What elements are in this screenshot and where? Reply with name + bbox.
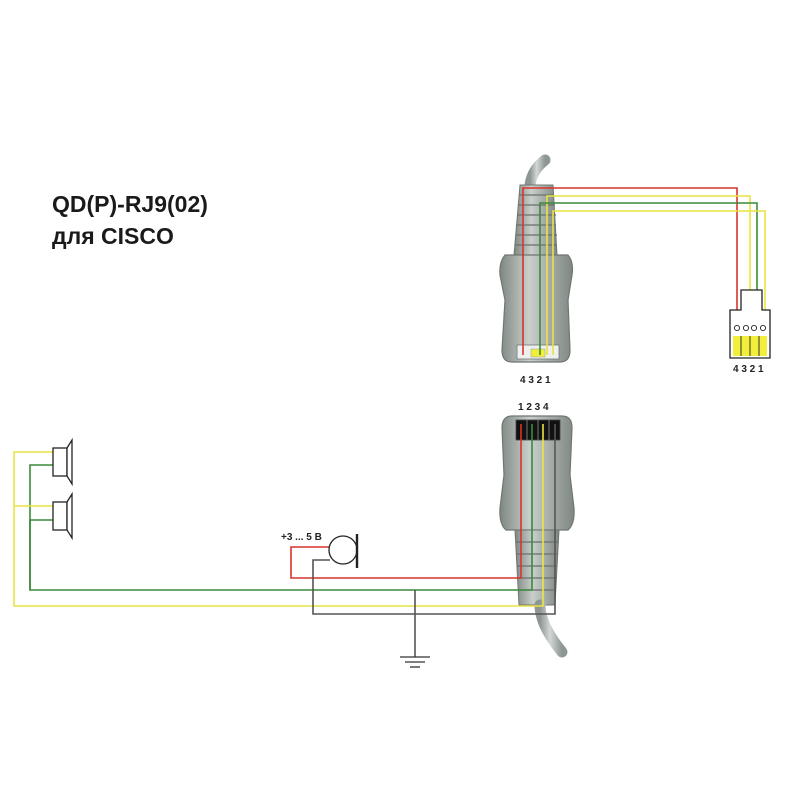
mic-voltage-label: +3 ... 5 В	[281, 532, 322, 543]
rj9-pin-label: 4 3 2 1	[733, 364, 764, 375]
lower-qd-pin-label: 1 2 3 4	[518, 402, 549, 413]
ground-icon	[400, 656, 430, 668]
qd-connector-upper	[499, 184, 574, 363]
rj9-plug-icon	[729, 289, 771, 359]
lower-connector-wires	[13, 424, 556, 657]
upper-connector-wires	[522, 187, 766, 355]
upper-cable	[524, 154, 551, 191]
diagram-title: QD(P)-RJ9(02)	[52, 191, 208, 217]
speaker-icon	[52, 437, 73, 487]
speaker-icon	[52, 491, 73, 541]
lower-cable	[534, 599, 568, 658]
microphone-icon	[328, 534, 359, 568]
diagram-subtitle: для CISCO	[52, 223, 174, 249]
upper-qd-pin-label: 4 3 2 1	[520, 375, 551, 386]
qd-connector-lower	[499, 415, 575, 606]
